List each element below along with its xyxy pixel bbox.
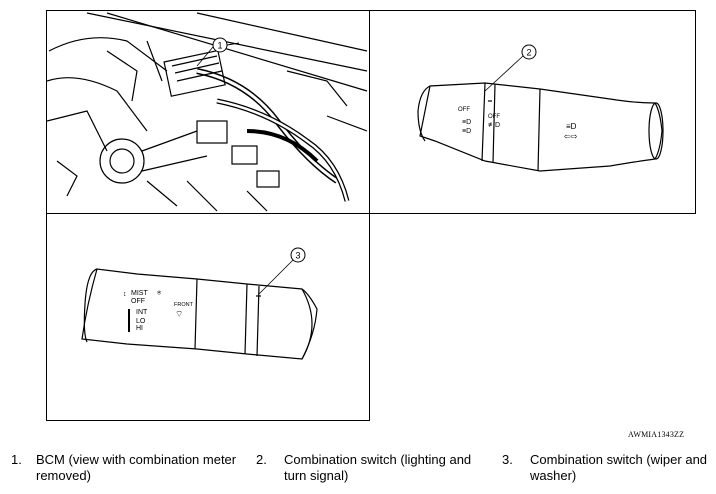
wiper-switch-illustration: ↕ MIST ⍟ OFF INT LO HI FRONT ⌔ 3: [81, 247, 318, 360]
bcm-view-panel: 1: [46, 10, 370, 214]
legend-text: Combination switch (lighting and turn si…: [284, 452, 472, 483]
wiper-mist-label: MIST: [131, 290, 148, 297]
lighting-switch-illustration: OFF OFF ≡D ≡D ≢D ≡D ⇦⇨ 2: [417, 44, 664, 172]
callout-2: 2: [526, 48, 531, 58]
washer-symbol-icon: ⍟: [157, 290, 162, 297]
wiper-off-label: OFF: [131, 298, 145, 305]
wiper-int-label: INT: [136, 309, 148, 316]
high-beam-symbol-icon: ≡D: [566, 122, 577, 131]
legend-text: BCM (view with combination meter removed…: [36, 452, 237, 483]
fog-lamp-symbol-icon: ≢D: [488, 122, 500, 129]
legend-number: 2.: [256, 452, 267, 467]
legend-number: 1.: [11, 452, 22, 467]
wiper-lo-label: LO: [136, 318, 146, 325]
figure-code: AWMIA1343ZZ: [628, 430, 685, 439]
callout-1: 1: [217, 41, 222, 51]
lighting-off-left-label: OFF: [458, 107, 470, 113]
wiper-symbol-icon: ⌔: [175, 309, 183, 319]
lighting-switch-panel: OFF OFF ≡D ≡D ≢D ≡D ⇦⇨ 2: [369, 10, 696, 214]
wiper-front-label: FRONT: [174, 302, 194, 308]
headlamp-symbol-icon: ≡D: [462, 119, 471, 126]
mist-arrow-icon: ↕: [123, 291, 127, 298]
turn-signal-arrows-icon: ⇦⇨: [564, 132, 578, 141]
wiper-hi-label: HI: [136, 325, 143, 332]
bcm-illustration: 1: [47, 12, 368, 212]
wiper-switch-panel: ↕ MIST ⍟ OFF INT LO HI FRONT ⌔ 3: [46, 213, 370, 421]
callout-3: 3: [295, 251, 300, 261]
legend-number: 3.: [502, 452, 513, 467]
parking-lamp-symbol-icon: ≡D: [462, 128, 471, 135]
legend-text: Combination switch (wiper and washer): [530, 452, 708, 483]
lighting-off-right-label: OFF: [488, 114, 500, 120]
